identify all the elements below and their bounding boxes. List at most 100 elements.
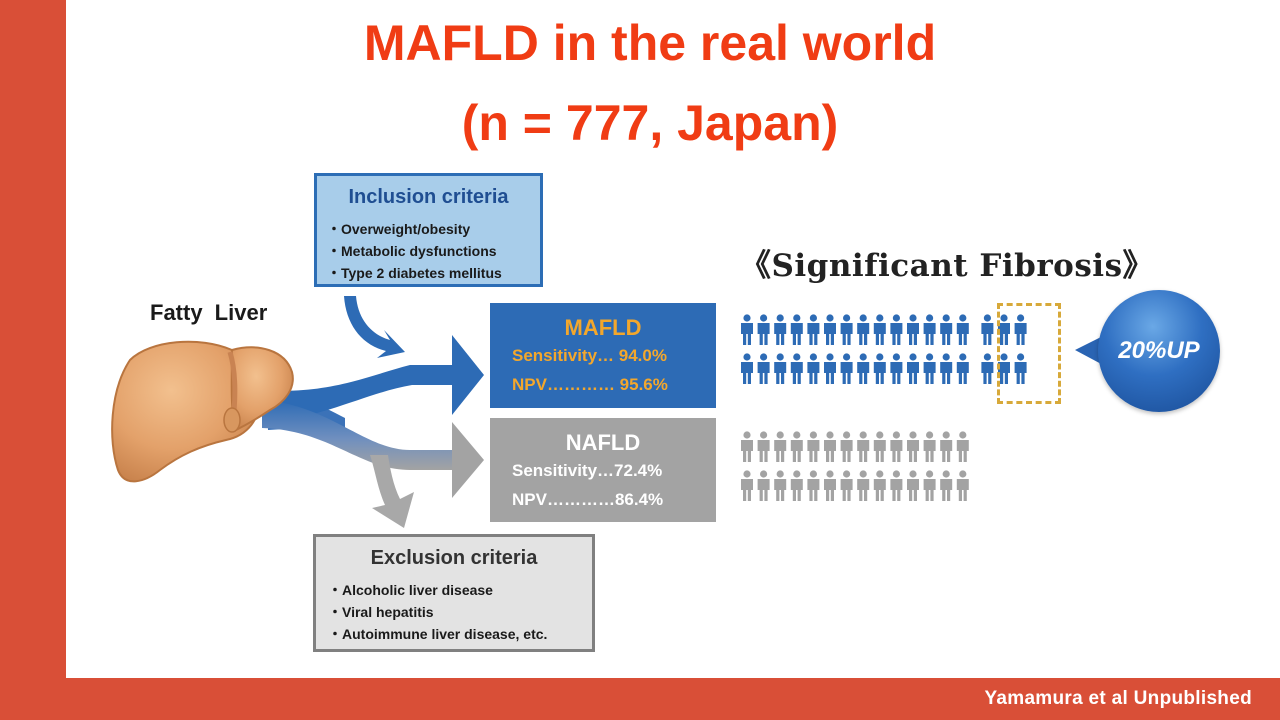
footer-citation: Yamamura et al Unpublished [984, 688, 1252, 709]
nafld-label: NAFLD [565, 430, 641, 455]
nafld-person-icon [956, 431, 969, 462]
nafld-person-icon [807, 470, 820, 501]
mafld-person-icon [741, 353, 753, 384]
exclusion-item: Alcoholic liver disease [328, 579, 547, 601]
exclusion-item: Viral hepatitis [328, 601, 547, 623]
flow-exclusion-branch [370, 455, 414, 528]
inclusion-item: Type 2 diabetes mellitus [327, 262, 502, 284]
mafld-npv: NPV………… 95.6% [512, 375, 668, 394]
exclusion-criteria-box: Exclusion criteria Alcoholic liver disea… [313, 534, 595, 652]
mafld-person-icon [824, 353, 836, 384]
liver-illustration [111, 340, 294, 483]
arrow-to-nafld [452, 422, 484, 498]
liver-right-lobe [111, 340, 262, 483]
inclusion-criteria-box: Inclusion criteria Overweight/obesity Me… [314, 173, 543, 287]
mafld-person-icon [981, 314, 994, 345]
bottom-accent-bar [0, 678, 1280, 720]
mafld-person-icon [757, 314, 770, 345]
mafld-person-icon [923, 314, 936, 345]
highlight-dashed-box [997, 303, 1061, 404]
nafld-person-icon [790, 470, 803, 501]
mafld-person-icon [807, 314, 820, 345]
callout-text: 20%UP [1118, 337, 1200, 364]
nafld-person-icon [956, 470, 969, 501]
significant-fibrosis-title: 《Significant Fibrosis》 [740, 248, 1155, 284]
mafld-person-icon [757, 353, 770, 384]
mafld-person-icon [774, 353, 787, 384]
mafld-pictogram-group [741, 314, 1027, 384]
nafld-person-icon [873, 431, 886, 462]
inclusion-arrow-shaft [344, 296, 405, 358]
mafld-person-icon [873, 314, 886, 345]
nafld-npv: NPV…………86.4% [512, 490, 664, 509]
mafld-person-icon [790, 314, 803, 345]
mafld-person-icon [857, 314, 870, 345]
mafld-person-icon [1014, 314, 1027, 345]
flow-upper-branch [262, 365, 452, 425]
mafld-person-icon [774, 314, 787, 345]
mafld-person-icon [741, 314, 753, 345]
mafld-person-icon [998, 353, 1010, 384]
mafld-person-icon [873, 353, 886, 384]
exclusion-criteria-title: Exclusion criteria [370, 547, 538, 569]
mafld-person-icon [824, 314, 836, 345]
nafld-person-icon [940, 470, 953, 501]
inclusion-item: Overweight/obesity [327, 218, 502, 240]
nafld-person-icon [741, 470, 753, 501]
nafld-person-icon [824, 431, 836, 462]
mafld-person-icon [807, 353, 820, 384]
arrow-to-mafld [452, 335, 484, 415]
nafld-box: NAFLD Sensitivity…72.4% NPV…………86.4% [490, 418, 716, 522]
nafld-person-icon [790, 431, 803, 462]
nafld-sensitivity: Sensitivity…72.4% [512, 461, 663, 480]
flow-lower-branch [262, 400, 452, 470]
inclusion-criteria-list: Overweight/obesity Metabolic dysfunction… [327, 218, 502, 284]
mafld-person-icon [840, 314, 853, 345]
exclusion-criteria-list: Alcoholic liver disease Viral hepatitis … [328, 579, 547, 645]
nafld-person-icon [857, 431, 870, 462]
nafld-person-icon [824, 470, 836, 501]
mafld-person-icon [923, 353, 936, 384]
mafld-person-icon [981, 353, 994, 384]
nafld-person-icon [907, 431, 919, 462]
callout-bubble: 20%UP [1098, 290, 1220, 412]
mafld-person-icon [998, 314, 1010, 345]
mafld-box: MAFLD Sensitivity… 94.0% NPV………… 95.6% [490, 303, 716, 408]
nafld-person-icon [757, 431, 770, 462]
nafld-person-icon [890, 470, 903, 501]
fatty-liver-label: Fatty Liver [150, 300, 268, 325]
nafld-person-icon [741, 431, 753, 462]
nafld-person-icon [774, 431, 787, 462]
mafld-person-icon [1014, 353, 1027, 384]
nafld-person-icon [923, 470, 936, 501]
nafld-person-icon [840, 431, 853, 462]
nafld-person-icon [857, 470, 870, 501]
nafld-person-icon [807, 431, 820, 462]
mafld-person-icon [907, 353, 919, 384]
nafld-person-icon [923, 431, 936, 462]
nafld-person-icon [840, 470, 853, 501]
nafld-person-icon [757, 470, 770, 501]
mafld-person-icon [840, 353, 853, 384]
mafld-person-icon [907, 314, 919, 345]
mafld-person-icon [956, 353, 969, 384]
mafld-person-icon [890, 353, 903, 384]
mafld-person-icon [956, 314, 969, 345]
slide-title: MAFLD in the real world [363, 15, 937, 71]
mafld-person-icon [940, 353, 953, 384]
left-accent-bar [0, 0, 66, 720]
mafld-sensitivity: Sensitivity… 94.0% [512, 346, 667, 365]
mafld-label: MAFLD [564, 315, 642, 340]
slide-subtitle: (n = 777, Japan) [461, 95, 839, 151]
nafld-pictogram-group [741, 431, 969, 501]
mafld-person-icon [940, 314, 953, 345]
inclusion-item: Metabolic dysfunctions [327, 240, 502, 262]
mafld-person-icon [857, 353, 870, 384]
nafld-person-icon [873, 470, 886, 501]
mafld-person-icon [790, 353, 803, 384]
nafld-person-icon [907, 470, 919, 501]
nafld-person-icon [774, 470, 787, 501]
exclusion-item: Autoimmune liver disease, etc. [328, 623, 547, 645]
nafld-person-icon [940, 431, 953, 462]
